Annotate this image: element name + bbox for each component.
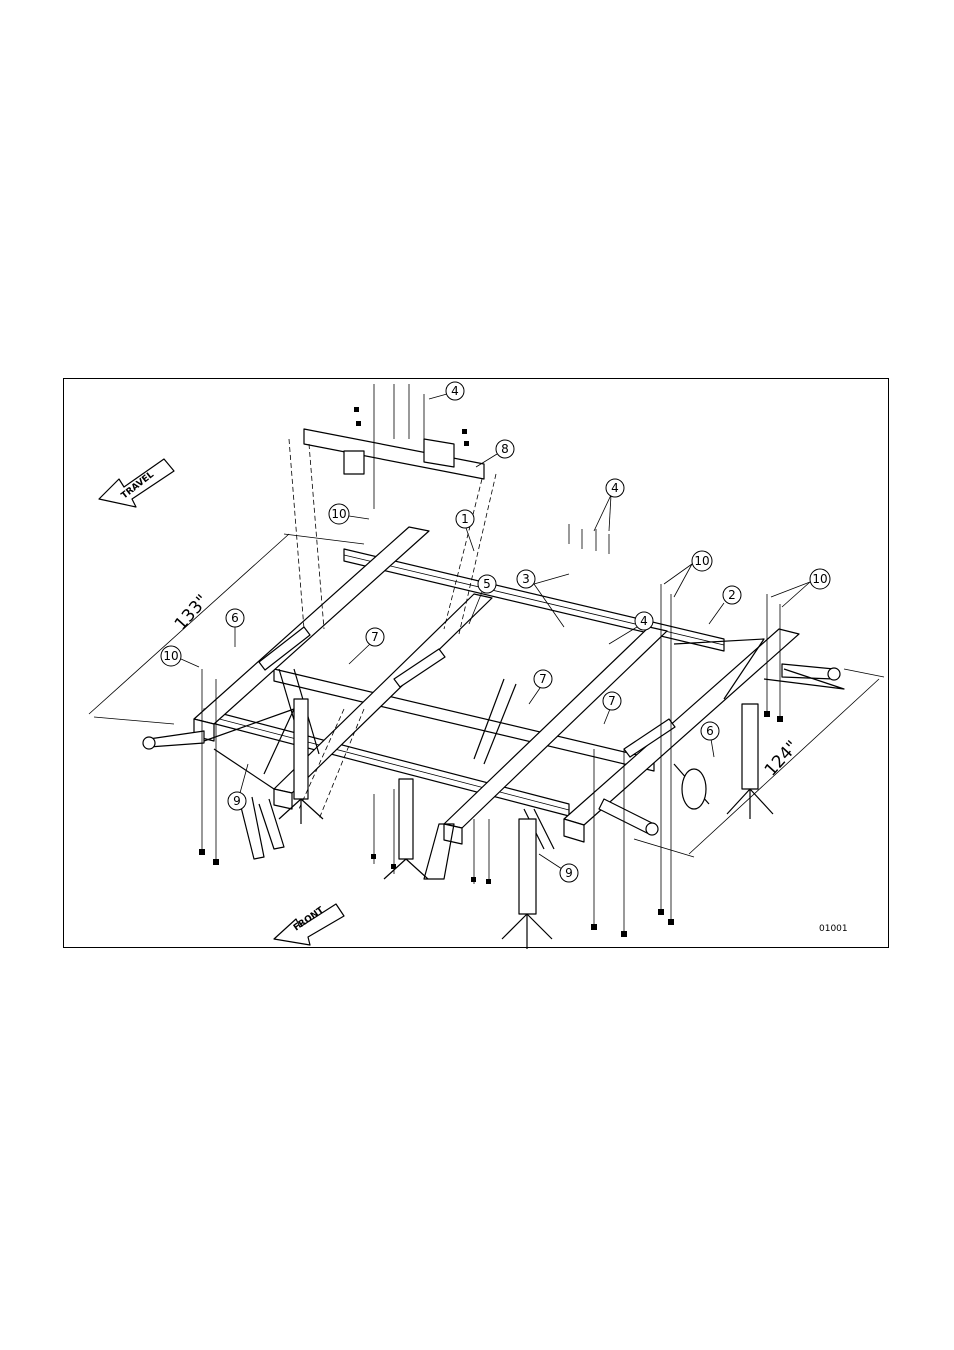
svg-text:10: 10 xyxy=(812,572,827,586)
svg-text:10: 10 xyxy=(163,649,178,663)
svg-text:4: 4 xyxy=(611,481,619,495)
svg-text:10: 10 xyxy=(694,554,709,568)
callout-9-right: 9 xyxy=(560,864,578,882)
svg-text:5: 5 xyxy=(483,577,491,591)
callout-9-left: 9 xyxy=(228,792,246,810)
callout-10-far-right: 10 xyxy=(810,569,830,589)
diagram-canvas: 133" 124" TRAVEL FRONT 1 2 xyxy=(64,379,890,949)
callout-1: 1 xyxy=(456,510,474,528)
main-frame xyxy=(143,527,844,844)
svg-text:9: 9 xyxy=(565,866,573,880)
callouts: 1 2 3 4 xyxy=(161,382,830,882)
svg-text:2: 2 xyxy=(728,588,736,602)
dimension-width-label: 133" xyxy=(171,591,213,634)
exploded-frame-diagram: 133" 124" TRAVEL FRONT 1 2 xyxy=(63,378,889,948)
figure-number: 01001 xyxy=(819,924,848,934)
svg-text:3: 3 xyxy=(522,572,530,586)
callout-6-right: 6 xyxy=(701,722,719,740)
dimension-depth-label: 124" xyxy=(761,737,803,780)
svg-text:7: 7 xyxy=(539,672,547,686)
callout-10-hitch: 10 xyxy=(329,504,349,524)
svg-text:7: 7 xyxy=(371,630,379,644)
callout-10-far-left: 10 xyxy=(161,646,181,666)
svg-text:7: 7 xyxy=(608,694,616,708)
callout-2: 2 xyxy=(723,586,741,604)
front-arrow: FRONT xyxy=(274,904,344,945)
svg-text:9: 9 xyxy=(233,794,241,808)
callout-8: 8 xyxy=(496,440,514,458)
exploded-bolts xyxy=(199,384,783,937)
callout-4-top: 4 xyxy=(446,382,464,400)
callout-7-right: 7 xyxy=(603,692,621,710)
callout-7-centre: 7 xyxy=(534,670,552,688)
callout-10-right-upper: 10 xyxy=(692,551,712,571)
svg-text:8: 8 xyxy=(501,442,509,456)
callout-3: 3 xyxy=(517,570,535,588)
svg-text:4: 4 xyxy=(640,614,648,628)
svg-text:6: 6 xyxy=(231,611,239,625)
svg-text:1: 1 xyxy=(461,512,469,526)
callout-7-left: 7 xyxy=(366,628,384,646)
svg-text:6: 6 xyxy=(706,724,714,738)
callout-4-upper-right: 4 xyxy=(606,479,624,497)
svg-text:10: 10 xyxy=(331,507,346,521)
callout-4-mid: 4 xyxy=(635,612,653,630)
travel-arrow: TRAVEL xyxy=(99,459,174,507)
svg-text:4: 4 xyxy=(451,384,459,398)
callout-5: 5 xyxy=(478,575,496,593)
callout-6-left: 6 xyxy=(226,609,244,627)
